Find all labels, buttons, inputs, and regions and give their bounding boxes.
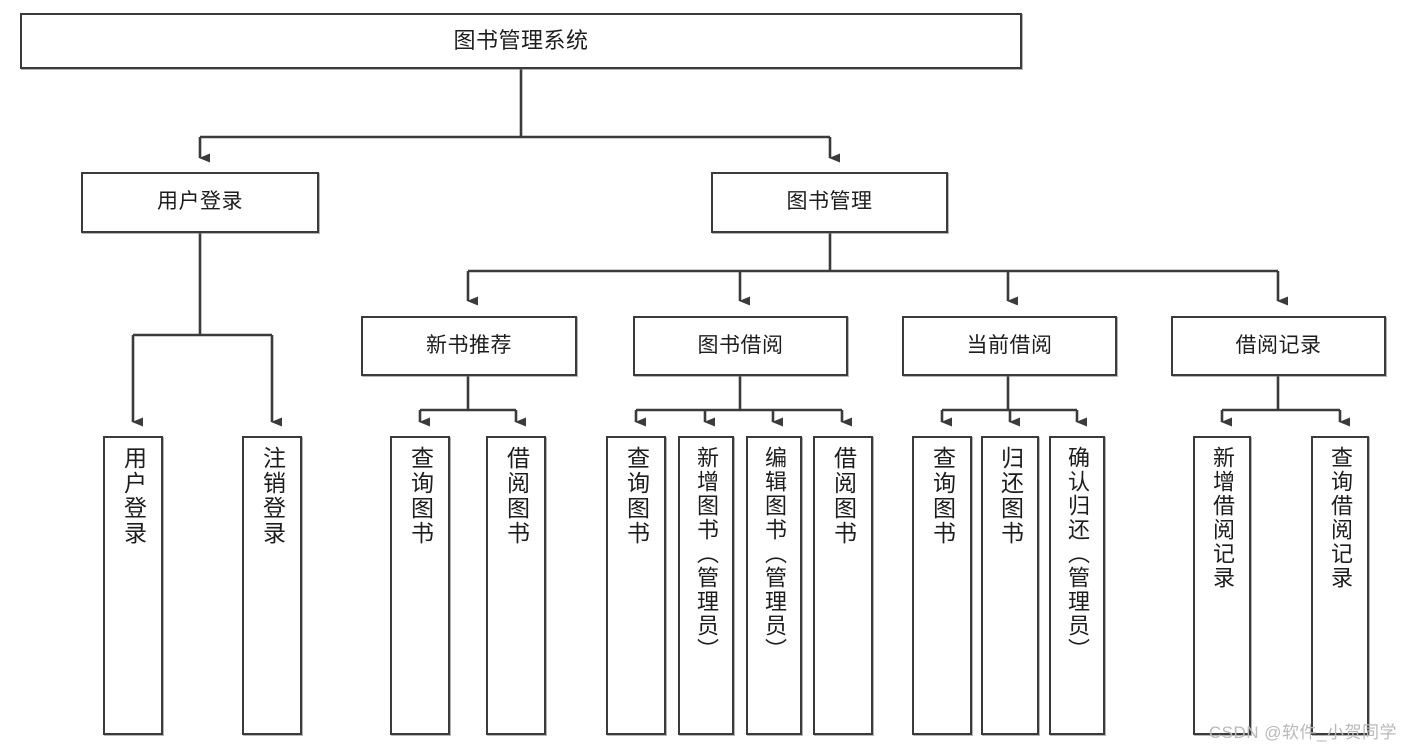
node-leaf-query-book-2-label: 查询图书: [623, 446, 650, 546]
node-leaf-query-book-2[interactable]: 查询图书: [606, 436, 666, 735]
node-book-borrow-label: 图书借阅: [697, 333, 784, 357]
node-leaf-add-record-label: 新增借阅记录: [1210, 446, 1235, 590]
node-user-login-label: 用户登录: [157, 190, 243, 214]
node-book-manage-label: 图书管理: [786, 190, 873, 214]
node-current-borrow-label: 当前借阅: [966, 333, 1053, 357]
node-new-book-recommend[interactable]: 新书推荐: [361, 316, 577, 376]
node-current-borrow[interactable]: 当前借阅: [902, 316, 1117, 376]
node-root-label: 图书管理系统: [453, 28, 589, 54]
node-leaf-return-book-label: 归还图书: [997, 446, 1024, 546]
node-new-book-recommend-label: 新书推荐: [426, 333, 512, 357]
node-leaf-borrow-book-1[interactable]: 借阅图书: [486, 436, 546, 735]
node-book-borrow[interactable]: 图书借阅: [633, 316, 848, 376]
node-leaf-edit-book[interactable]: 编辑图书（管理员）: [746, 436, 802, 735]
node-leaf-logout-login-label: 注销登录: [259, 446, 286, 546]
node-leaf-query-book-1[interactable]: 查询图书: [390, 436, 450, 735]
node-leaf-query-book-1-label: 查询图书: [407, 446, 434, 546]
node-leaf-logout-login[interactable]: 注销登录: [242, 436, 302, 735]
node-leaf-confirm-return-label: 确认归还（管理员）: [1065, 446, 1090, 662]
node-leaf-borrow-book-2[interactable]: 借阅图书: [813, 436, 873, 735]
node-leaf-query-book-3[interactable]: 查询图书: [912, 436, 972, 735]
node-leaf-query-record[interactable]: 查询借阅记录: [1311, 436, 1369, 735]
node-leaf-user-login[interactable]: 用户登录: [103, 436, 163, 735]
node-leaf-confirm-return[interactable]: 确认归还（管理员）: [1049, 436, 1105, 735]
node-leaf-query-book-3-label: 查询图书: [929, 446, 956, 546]
node-book-manage[interactable]: 图书管理: [711, 172, 948, 233]
node-leaf-borrow-book-1-label: 借阅图书: [503, 446, 530, 546]
node-user-login[interactable]: 用户登录: [81, 172, 319, 233]
node-borrow-record[interactable]: 借阅记录: [1171, 316, 1386, 376]
node-leaf-borrow-book-2-label: 借阅图书: [830, 446, 857, 546]
node-borrow-record-label: 借阅记录: [1235, 333, 1322, 357]
watermark: CSDN @软件_小贺同学: [1208, 723, 1397, 742]
node-leaf-add-book-label: 新增图书（管理员）: [694, 446, 719, 662]
node-leaf-add-record[interactable]: 新增借阅记录: [1193, 436, 1251, 735]
node-leaf-query-record-label: 查询借阅记录: [1328, 446, 1353, 590]
node-leaf-user-login-label: 用户登录: [120, 446, 147, 546]
node-leaf-edit-book-label: 编辑图书（管理员）: [762, 446, 787, 662]
node-leaf-return-book[interactable]: 归还图书: [981, 436, 1039, 735]
node-leaf-add-book[interactable]: 新增图书（管理员）: [678, 436, 734, 735]
node-root[interactable]: 图书管理系统: [20, 13, 1022, 69]
